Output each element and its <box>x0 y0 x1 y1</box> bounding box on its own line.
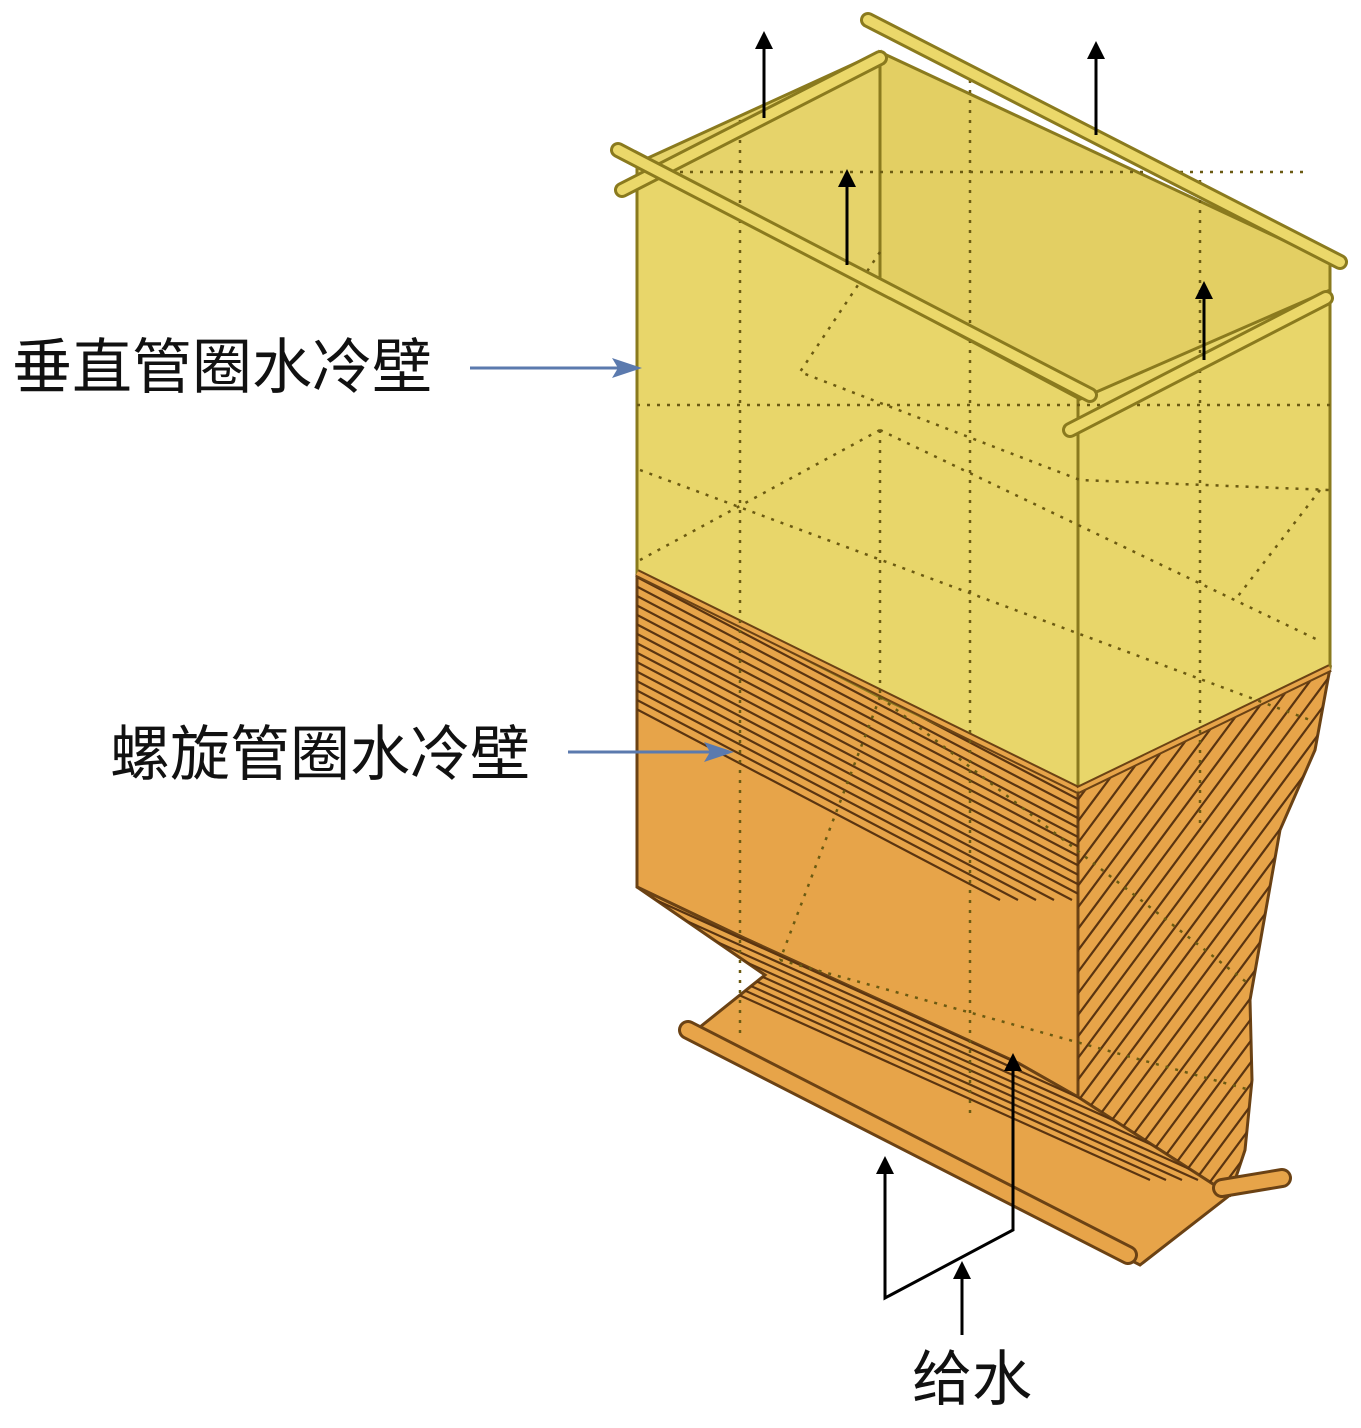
label-spiral-waterwall: 螺旋管圈水冷壁 <box>110 725 530 785</box>
label-feedwater: 给水 <box>912 1350 1032 1410</box>
label-vertical-waterwall: 垂直管圈水冷壁 <box>12 338 432 398</box>
